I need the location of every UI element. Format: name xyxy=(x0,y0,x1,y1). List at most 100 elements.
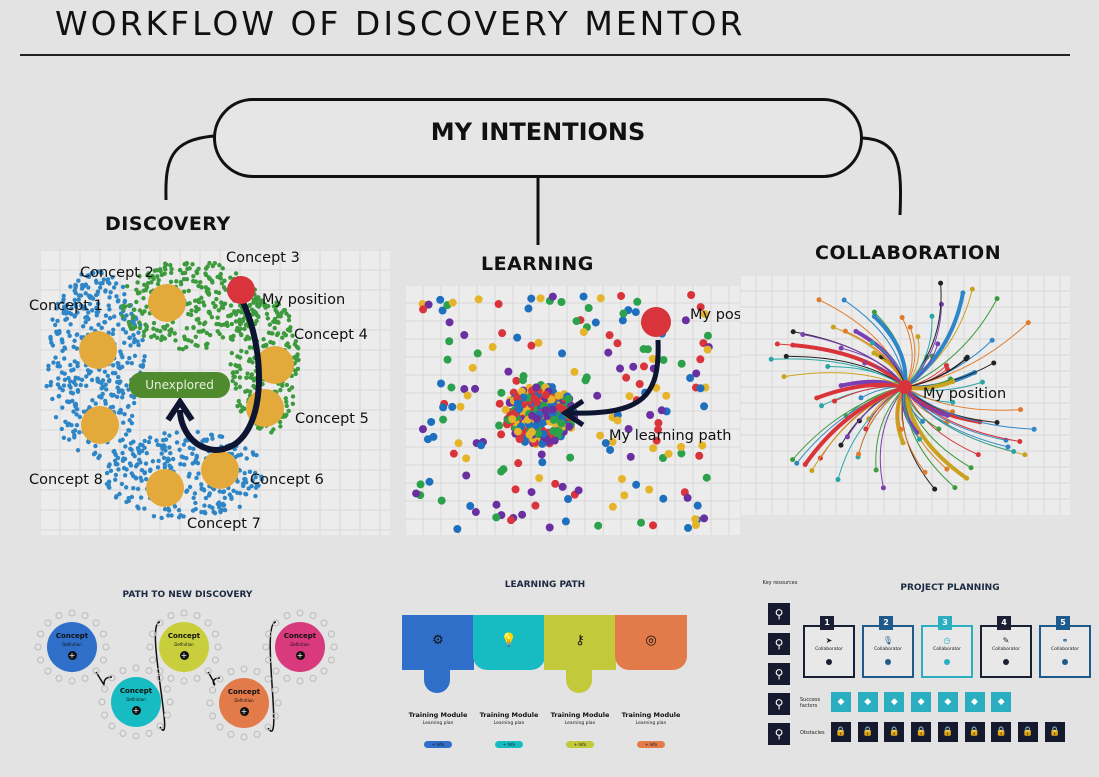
decor-ring xyxy=(108,722,116,730)
connector-collaboration xyxy=(861,136,903,216)
decor-ring xyxy=(240,665,248,673)
scatter-dot xyxy=(429,432,438,441)
cluster-dot xyxy=(247,357,253,362)
cluster-dot xyxy=(74,422,80,428)
info-button[interactable]: + Info xyxy=(566,741,594,748)
cluster-dot xyxy=(217,331,222,337)
cluster-dot xyxy=(163,262,169,267)
decor-ring xyxy=(92,619,100,627)
network-node xyxy=(768,356,774,362)
add-icon[interactable]: + xyxy=(179,651,189,660)
scatter-dot xyxy=(551,479,560,488)
cluster-dot xyxy=(235,479,240,484)
cluster-dot xyxy=(193,334,198,339)
decor-ring xyxy=(271,686,279,694)
cluster-dot xyxy=(142,354,147,359)
decor-ring xyxy=(119,729,127,737)
cluster-dot xyxy=(46,363,51,369)
cluster-dot xyxy=(130,326,136,331)
scatter-dot xyxy=(437,379,446,388)
concept-label: Concept 1 xyxy=(29,298,103,314)
decor-ring xyxy=(99,656,107,664)
cluster-dot xyxy=(169,270,174,275)
cluster-dot xyxy=(187,445,192,451)
scatter-dot xyxy=(477,441,486,450)
scatter-dot xyxy=(631,308,640,317)
cluster-dot xyxy=(133,464,139,469)
cluster-dot xyxy=(155,281,161,287)
cluster-dot xyxy=(108,315,113,321)
cluster-dot xyxy=(255,425,261,431)
decor-ring xyxy=(92,667,100,675)
network-node xyxy=(800,332,806,338)
cluster-dot xyxy=(50,396,55,402)
network-node xyxy=(1005,444,1011,450)
scatter-dot xyxy=(466,502,475,511)
cluster-dot xyxy=(106,479,112,484)
cluster-dot xyxy=(265,316,271,321)
cluster-dot xyxy=(207,332,213,338)
info-button[interactable]: + Info xyxy=(637,741,665,748)
clip-icon: ⚭ xyxy=(1061,636,1069,645)
scatter-dot xyxy=(700,310,709,319)
cluster-dot xyxy=(110,363,116,368)
network-edge xyxy=(904,386,979,456)
add-icon[interactable] xyxy=(885,659,891,665)
cluster-dot xyxy=(275,319,281,325)
info-button[interactable]: + Info xyxy=(495,741,523,748)
cluster-dot xyxy=(222,495,228,501)
diamond-icon: ◆ xyxy=(884,692,905,712)
cluster-dot xyxy=(79,377,85,383)
cluster-dot xyxy=(184,488,190,493)
add-icon[interactable] xyxy=(944,659,950,665)
cluster-dot xyxy=(200,300,206,305)
cluster-dot xyxy=(111,285,117,290)
cluster-dot xyxy=(120,354,125,360)
scatter-dot xyxy=(561,517,570,526)
network-node xyxy=(774,341,780,347)
concept-label: Concept 4 xyxy=(294,327,368,343)
cluster-dot xyxy=(68,390,74,395)
cluster-dot xyxy=(72,297,77,303)
cluster-dot xyxy=(193,309,199,314)
cluster-dot xyxy=(154,438,159,443)
cluster-dot xyxy=(284,403,289,409)
scatter-dot xyxy=(514,459,523,468)
scatter-dot xyxy=(639,345,648,354)
scatter-dot xyxy=(608,502,617,511)
add-icon[interactable]: + xyxy=(67,651,77,660)
cluster-dot xyxy=(122,292,127,297)
cluster-dot xyxy=(134,299,139,305)
add-icon[interactable] xyxy=(1062,659,1068,665)
cluster-dot xyxy=(160,438,166,443)
cluster-dot xyxy=(250,360,255,365)
scatter-dot xyxy=(601,439,610,448)
cluster-dot xyxy=(166,506,171,512)
info-button[interactable]: + Info xyxy=(424,741,452,748)
cluster-dot xyxy=(151,276,156,282)
add-icon[interactable]: + xyxy=(295,651,305,660)
add-icon[interactable] xyxy=(1003,659,1009,665)
cluster-dot xyxy=(126,428,131,433)
cluster-dot xyxy=(174,279,179,284)
decor-ring xyxy=(37,630,45,638)
cluster-dot xyxy=(135,445,141,451)
cluster-dot xyxy=(74,412,79,417)
add-icon[interactable]: + xyxy=(239,707,249,716)
cluster-dot xyxy=(501,405,510,414)
diamond-icon: ◆ xyxy=(857,692,878,712)
cluster-dot xyxy=(166,513,171,518)
cluster-dot xyxy=(147,435,153,440)
cluster-dot xyxy=(293,338,299,344)
cluster-dot xyxy=(232,374,237,379)
add-icon[interactable]: + xyxy=(131,706,141,715)
cluster-dot xyxy=(217,489,222,494)
cluster-dot xyxy=(270,340,276,346)
add-icon[interactable] xyxy=(826,659,832,665)
cluster-dot xyxy=(177,346,182,351)
cluster-dot xyxy=(151,320,157,326)
cluster-dot xyxy=(239,348,244,354)
send-icon: ➤ xyxy=(825,636,833,645)
scatter-dot xyxy=(649,521,658,530)
scatter-dot xyxy=(518,376,527,385)
